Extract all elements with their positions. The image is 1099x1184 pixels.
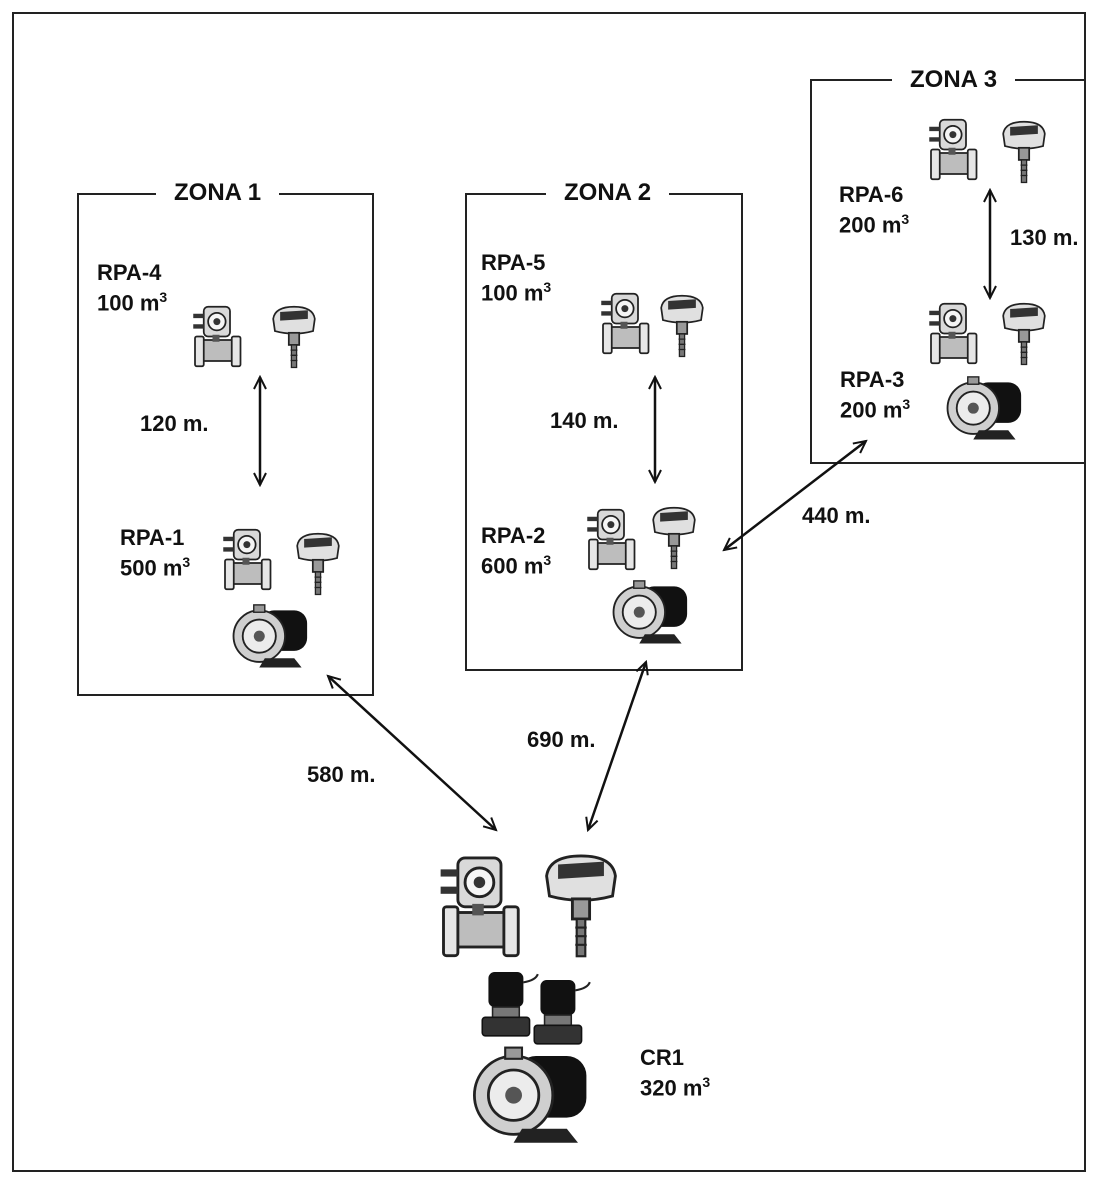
arrow-rpa1-cr1 bbox=[328, 676, 496, 830]
solenoid-valve-icon bbox=[534, 980, 590, 1044]
flowmeter-icon bbox=[441, 858, 519, 956]
pump-icon bbox=[234, 605, 308, 668]
pump-icon bbox=[948, 377, 1022, 440]
level-transmitter-icon bbox=[273, 307, 315, 368]
level-transmitter-icon bbox=[297, 534, 339, 595]
level-transmitter-icon bbox=[1003, 122, 1045, 183]
flowmeter-icon bbox=[601, 294, 648, 354]
level-transmitter-icon bbox=[1003, 304, 1045, 365]
flowmeter-icon bbox=[929, 120, 976, 180]
flowmeter-icon bbox=[929, 304, 976, 364]
solenoid-valve-icon bbox=[482, 972, 538, 1036]
level-transmitter-icon bbox=[547, 856, 616, 956]
pump-icon bbox=[474, 1048, 586, 1143]
level-transmitter-icon bbox=[661, 296, 703, 357]
flowmeter-icon bbox=[223, 530, 270, 590]
flowmeter-icon bbox=[193, 307, 240, 367]
flowmeter-icon bbox=[587, 510, 634, 570]
arrow-rpa2-rpa3 bbox=[724, 441, 866, 550]
level-transmitter-icon bbox=[653, 508, 695, 569]
pump-icon bbox=[614, 581, 688, 644]
arrow-rpa2-cr1 bbox=[588, 662, 646, 830]
